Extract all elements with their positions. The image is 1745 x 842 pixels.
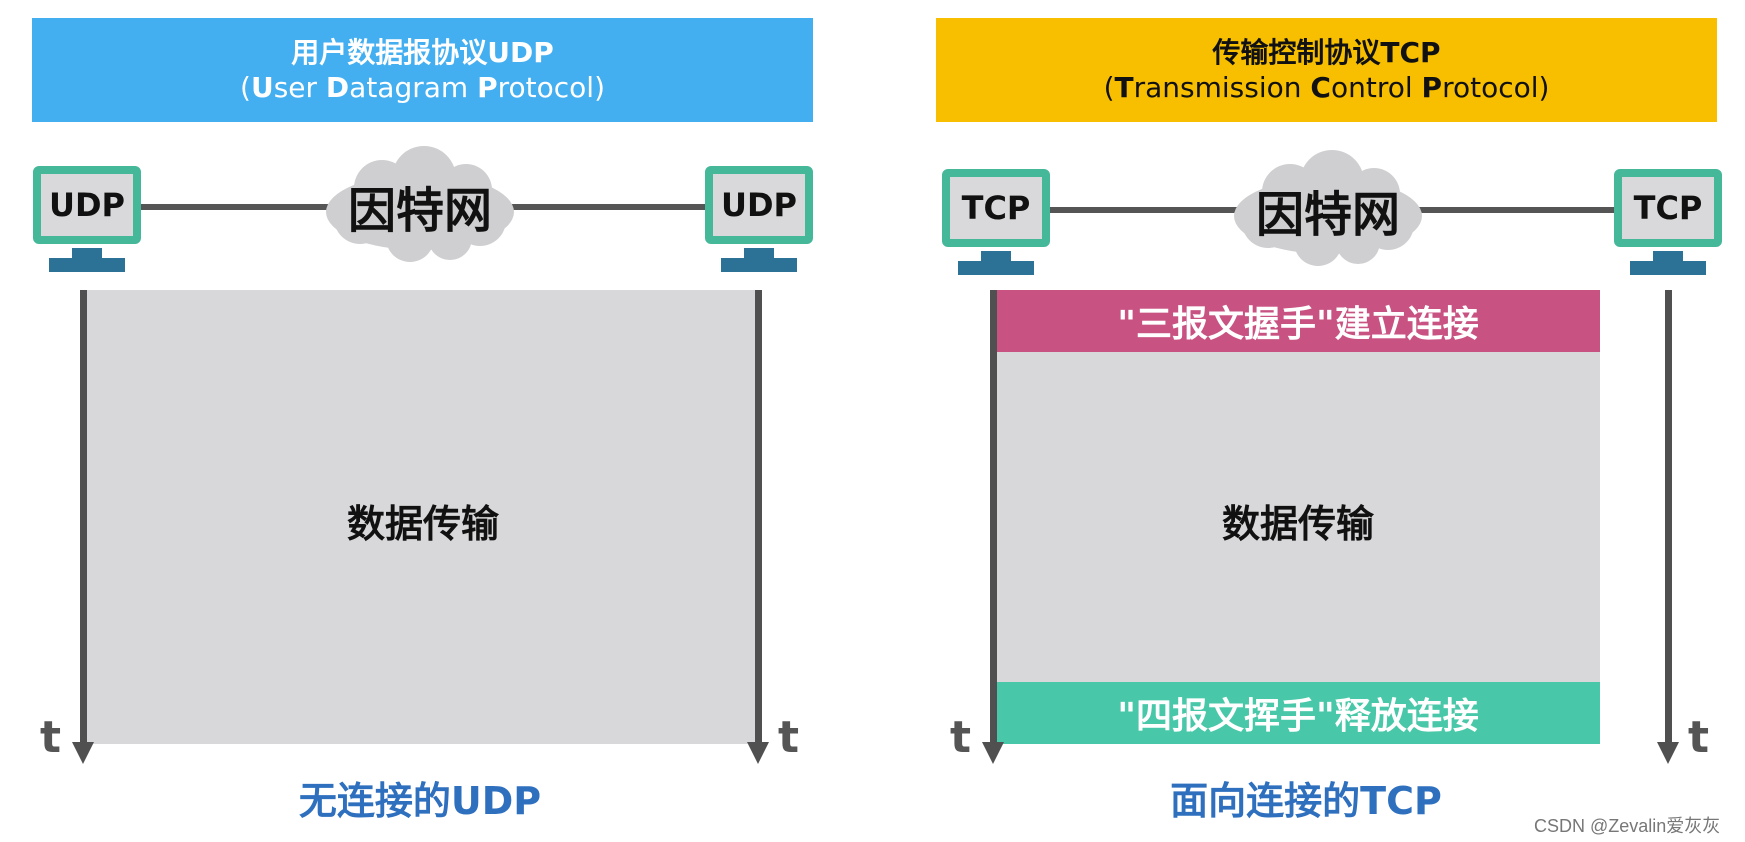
tcp-timeline-left [990,290,997,742]
udp-header: 用户数据报协议UDP (User Datagram Protocol) [32,18,813,122]
tcp-host-left: TCP [942,169,1050,277]
monitor-base-icon [49,258,125,272]
tcp-wave-band: "四报文挥手"释放连接 [996,682,1600,744]
computer-icon: TCP [1614,169,1722,247]
arrow-down-icon [747,742,769,764]
udp-caption: 无连接的UDP [298,779,542,823]
time-label: t [1688,712,1710,763]
tcp-host-right: TCP [1614,169,1722,277]
watermark: CSDN @Zevalin爱灰灰 [1534,816,1721,836]
arrow-down-icon [72,742,94,764]
internet-label: 因特网 [1255,187,1400,243]
udp-host-right: UDP [705,166,813,274]
udp-title: 用户数据报协议UDP [291,36,554,69]
monitor-stand-icon [744,248,774,260]
udp-panel: 用户数据报协议UDP (User Datagram Protocol) UDP … [0,0,872,842]
tcp-caption: 面向连接的TCP [1170,779,1442,823]
time-label: t [40,712,62,763]
tcp-data-transfer-label: 数据传输 [1221,501,1374,546]
arrow-down-icon [1657,742,1679,764]
monitor-stand-icon [981,251,1011,263]
tcp-header: 传输控制协议TCP (Transmission Control Protocol… [936,18,1717,122]
tcp-subtitle: (Transmission Control Protocol) [1103,71,1550,104]
udp-data-transfer-label: 数据传输 [346,501,499,546]
monitor-stand-icon [72,248,102,260]
monitor-base-icon [958,261,1034,275]
udp-timeline-right [755,290,762,742]
monitor-base-icon [721,258,797,272]
arrow-down-icon [982,742,1004,764]
cloud-icon [326,146,514,262]
computer-icon: UDP [705,166,813,244]
time-label: t [778,712,800,763]
internet-cloud: 因特网 [320,146,520,266]
internet-label: 因特网 [347,183,492,239]
udp-data-area [86,290,760,744]
time-label: t [950,712,972,763]
monitor-stand-icon [1653,251,1683,263]
tcp-timeline-right [1665,290,1672,742]
tcp-panel: 传输控制协议TCP (Transmission Control Protocol… [936,0,1745,842]
udp-host-left: UDP [33,166,141,274]
tcp-data-area [996,290,1600,744]
internet-cloud: 因特网 [1228,150,1428,270]
computer-icon: UDP [33,166,141,244]
monitor-base-icon [1630,261,1706,275]
udp-timeline-left [80,290,87,742]
computer-icon: TCP [942,169,1050,247]
udp-subtitle: (User Datagram Protocol) [240,71,605,104]
tcp-handshake-band: "三报文握手"建立连接 [996,290,1600,352]
tcp-title: 传输控制协议TCP [1212,36,1441,69]
cloud-icon [1234,150,1422,266]
